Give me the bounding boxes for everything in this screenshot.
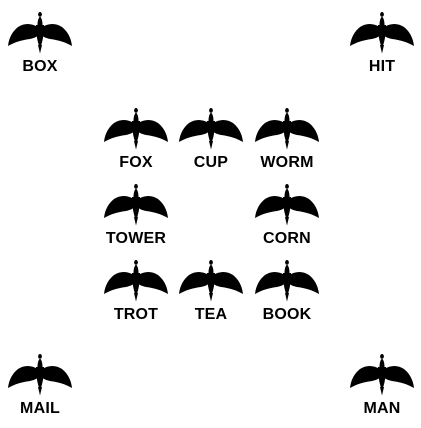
bird-silhouette-icon [254,106,320,150]
word-card-cup: CUP [171,106,251,182]
bird-silhouette-icon [103,106,169,150]
word-label: MAIL [20,400,60,417]
word-label: BOX [22,58,58,75]
bird-silhouette-icon [7,10,73,54]
bird-silhouette-icon [349,352,415,396]
word-card-worm: WORM [247,106,327,182]
word-label: CORN [263,230,311,247]
bird-silhouette-icon [103,258,169,302]
word-card-tea: TEA [171,258,251,334]
bird-silhouette-icon [178,106,244,150]
word-card-tower: TOWER [96,182,176,258]
bird-silhouette-icon [254,258,320,302]
word-label: HIT [368,58,396,75]
word-card-trot: TROT [96,258,176,334]
bird-silhouette-icon [178,258,244,302]
word-label: WORM [260,154,314,171]
bird-silhouette-icon [7,352,73,396]
word-card-mail: MAIL [0,352,80,428]
word-label: TOWER [105,230,167,247]
word-card-box: BOX [0,10,80,86]
word-label: CUP [193,154,229,171]
bird-silhouette-icon [349,10,415,54]
word-label: TEA [194,306,228,323]
word-label: FOX [119,154,153,171]
bird-silhouette-icon [254,182,320,226]
word-card-hit: HIT [342,10,421,86]
word-card-book: BOOK [247,258,327,334]
bird-silhouette-icon [103,182,169,226]
word-card-man: MAN [342,352,421,428]
word-label: TROT [113,306,159,323]
word-card-corn: CORN [247,182,327,258]
word-label: BOOK [262,306,312,323]
word-card-fox: FOX [96,106,176,182]
word-label: MAN [363,400,401,417]
